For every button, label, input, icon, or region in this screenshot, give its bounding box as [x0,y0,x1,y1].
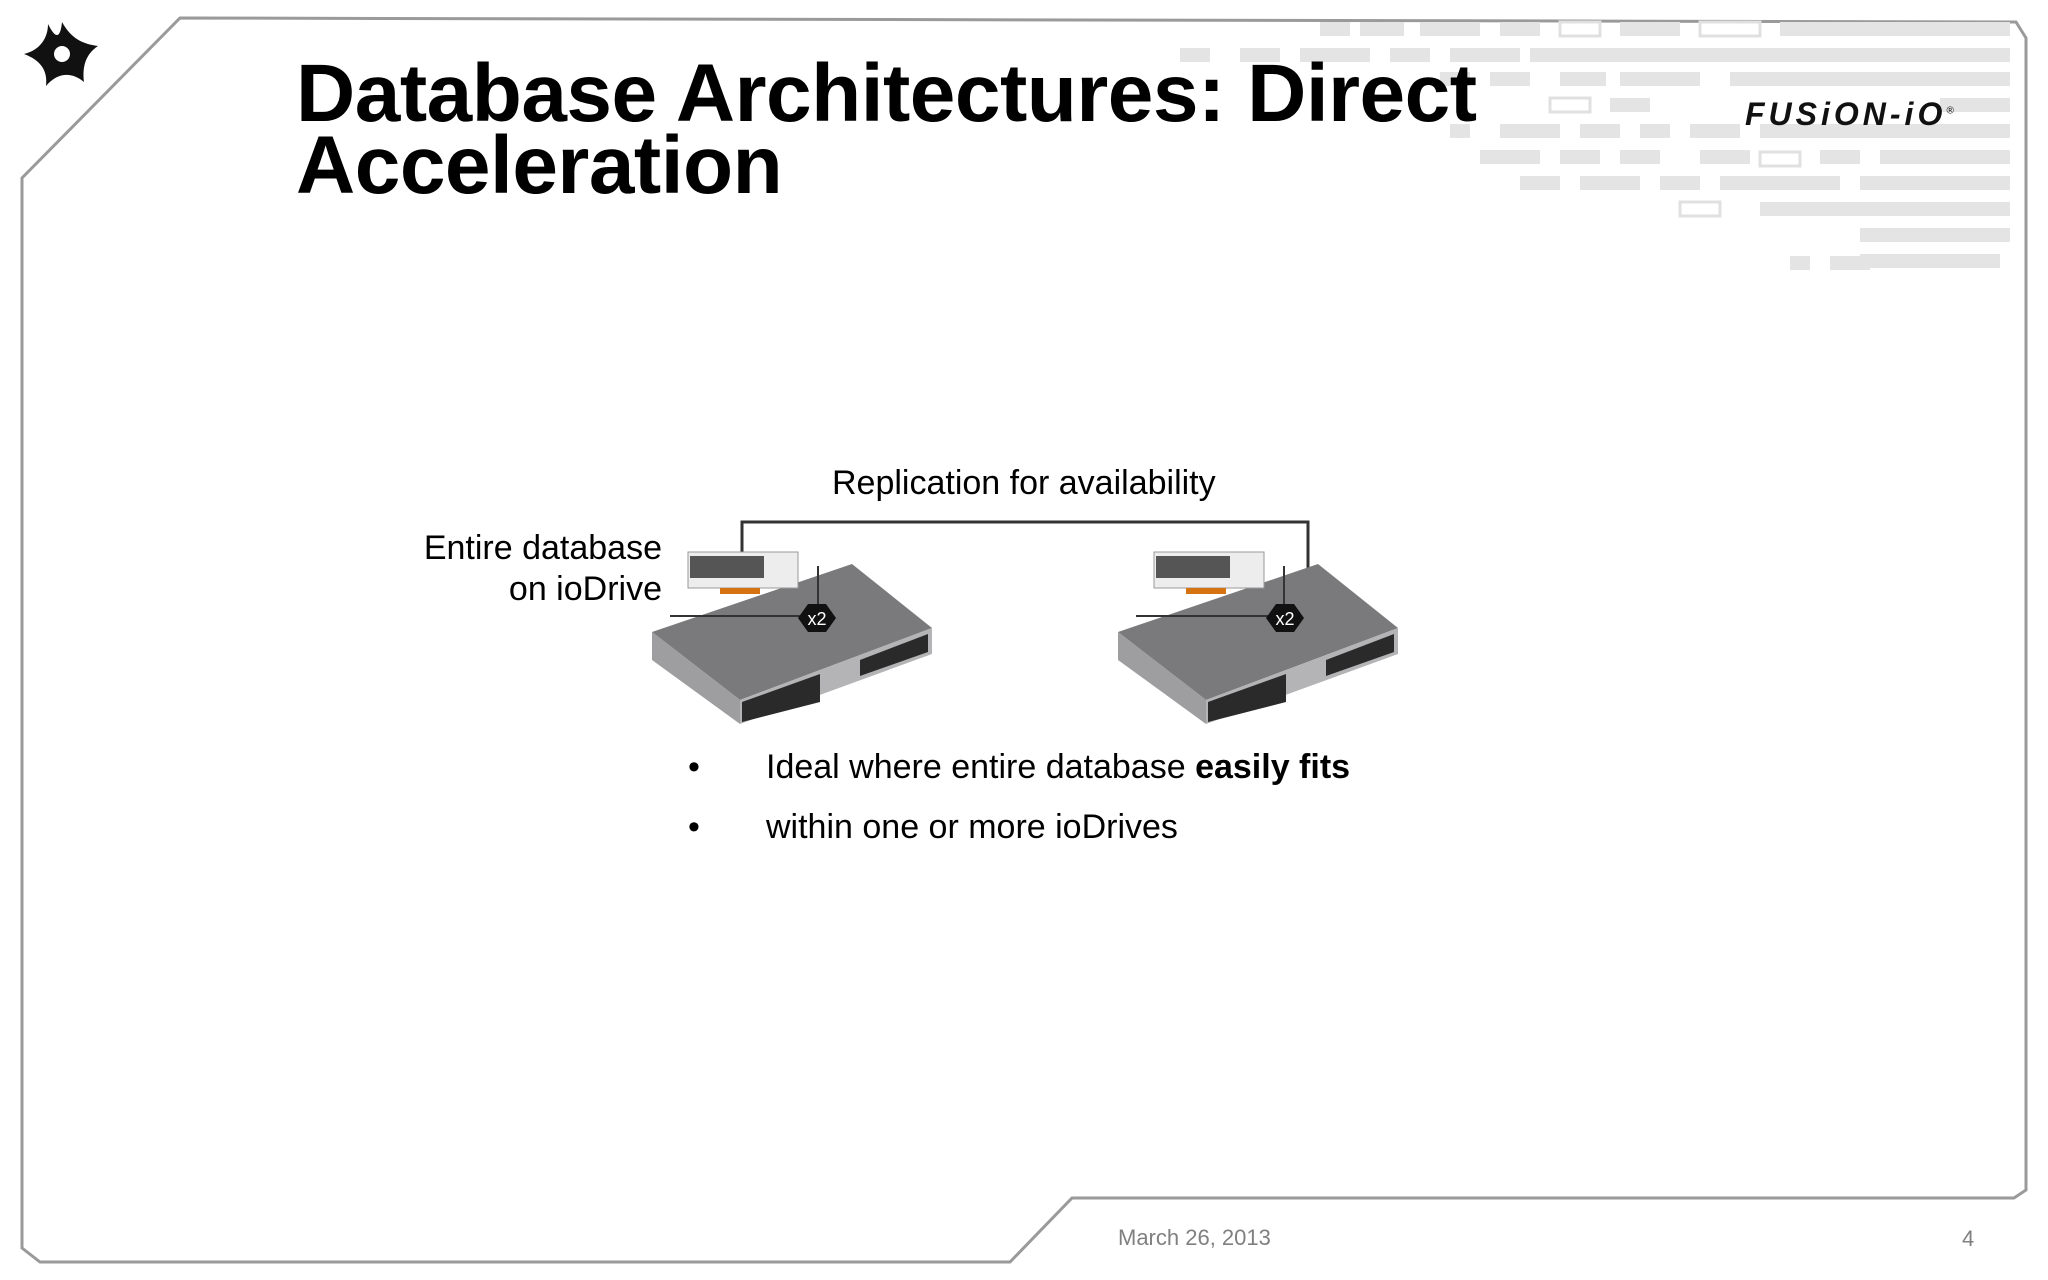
bullet-text-regular: Ideal where entire database [766,748,1196,786]
bullet-item: • within one or more ioDrives [688,808,1178,847]
bullet-item: • Ideal where entire database easily fit… [688,748,1350,787]
replication-connector [740,520,1310,572]
brand-registered-mark: ® [1946,105,1954,117]
brand-wordmark: FUSiON-iO® [1745,96,1954,133]
title-line-1: Database Architectures: Direct [296,48,1477,139]
database-label-line-2: on ioDrive [508,570,662,608]
brand-text: FUSiON-iO [1745,96,1947,132]
pixel-pattern [1180,20,2010,270]
title-line-2: Acceleration [296,120,783,211]
iodrive-card-right [1136,551,1286,618]
slide-title: Database Architectures: Direct Accelerat… [296,48,1526,211]
server-left-badge-bg [798,604,836,632]
replication-label: Replication for availability [832,464,1216,502]
footer-date: March 26, 2013 [1118,1225,1271,1250]
server-left-drive-bays [742,634,928,722]
server-left [652,551,932,724]
database-label-line-1: Entire database [423,529,662,567]
server-right [1118,551,1398,724]
server-left-badge: x2 [807,609,826,629]
bullet-text: within one or more ioDrives [766,808,1178,846]
server-right-badge-bg [1266,604,1304,632]
server-right-drive-bays [1208,634,1394,722]
server-right-badge: x2 [1275,609,1294,629]
bullet-marker: • [688,808,700,846]
bullet-text-bold: easily fits [1195,748,1351,786]
fusion-io-star-logo [24,22,98,86]
frame-border [20,16,2028,1264]
page-number: 4 [1962,1226,1975,1251]
database-label: Entire database on ioDrive [360,528,662,610]
bullet-text: Ideal where entire database easily fits [766,748,1350,787]
bullet-marker: • [688,748,700,786]
iodrive-card-left [670,551,820,618]
